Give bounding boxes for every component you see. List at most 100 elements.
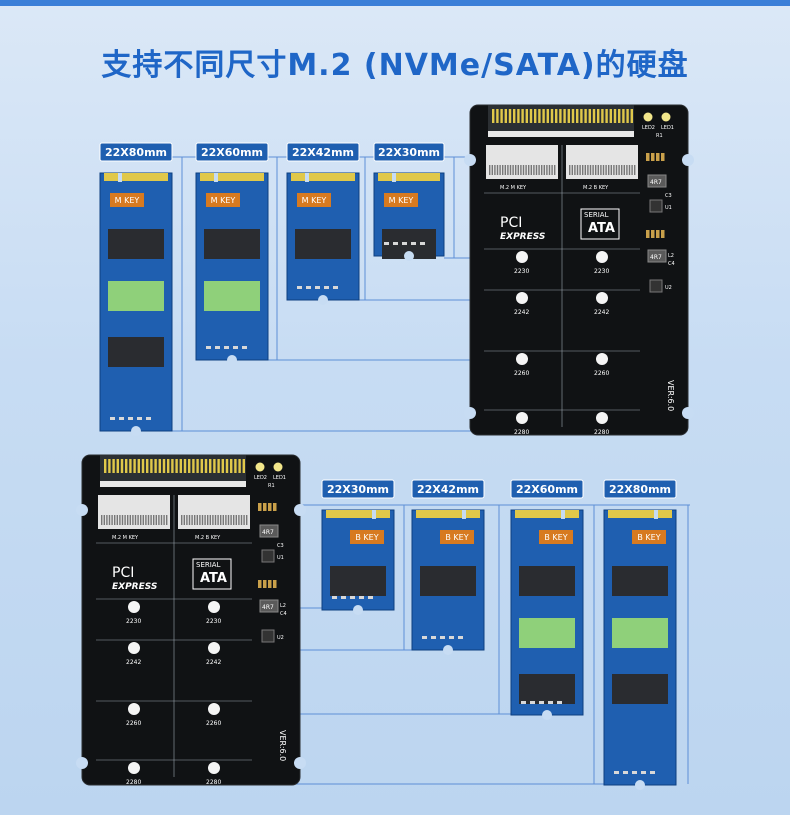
mount-hole (516, 412, 528, 424)
ata-logo: ATA (588, 221, 615, 236)
cache-chip (612, 618, 668, 648)
key-tag (350, 530, 384, 544)
part-label: L2 (280, 603, 286, 609)
slot-pin (230, 515, 232, 525)
slot-pin (160, 515, 163, 525)
mount-label: 2230 (206, 618, 221, 625)
mount-label: 2242 (206, 659, 221, 666)
ata-logo: ATA (200, 571, 227, 586)
connector-pin (529, 109, 533, 123)
part-label: R1 (268, 483, 275, 489)
connector-pin (521, 109, 524, 123)
size-tag-label: 22X42mm (417, 483, 479, 496)
connector-pin (230, 459, 233, 473)
smd-part (521, 701, 526, 704)
notch (464, 154, 476, 166)
size-tag-label: 22X30mm (327, 483, 389, 496)
slot-pin (589, 165, 592, 175)
smd-part (359, 596, 364, 599)
slot-pin (166, 515, 168, 525)
slot-pin (106, 515, 108, 525)
smd-part (333, 286, 338, 289)
inductor (259, 524, 279, 538)
connector-pin (171, 459, 174, 473)
notch (682, 154, 694, 166)
smd-part (539, 701, 544, 704)
connector-pin (597, 109, 600, 123)
mount-hole (128, 601, 140, 613)
slot-pin (502, 165, 504, 175)
resistor (263, 503, 267, 511)
mount-label: 2280 (594, 429, 609, 436)
smd-part (341, 596, 346, 599)
connector-pin (525, 109, 528, 123)
connector-pin (200, 459, 203, 473)
serial-ata-logo-frame (192, 558, 232, 590)
inductor (647, 174, 667, 188)
connector-pin (618, 109, 621, 123)
mount-label: 2260 (594, 370, 609, 377)
inductor (647, 249, 667, 263)
pci-logo: PCI (112, 565, 134, 581)
smd-part (422, 636, 427, 639)
slot-pin (509, 165, 512, 175)
chip-u1 (261, 549, 275, 563)
resistor (258, 503, 262, 511)
slot-pin (569, 165, 571, 175)
controller-chip (612, 566, 668, 596)
part-label: U1 (665, 205, 672, 211)
connector-pin (104, 459, 107, 473)
connector-pin (204, 459, 208, 473)
mount-label: 2280 (206, 779, 221, 786)
controller-chip (330, 566, 386, 596)
slot-pin (634, 165, 636, 175)
connector-pin (622, 109, 625, 123)
controller-chip (204, 229, 260, 259)
part-label: L2 (668, 253, 674, 259)
slot-pin (181, 515, 183, 525)
smd-part (332, 596, 337, 599)
connector-pin (563, 109, 566, 123)
key-label: B KEY (355, 533, 378, 542)
slot-pin (595, 165, 597, 175)
smd-part (306, 286, 311, 289)
version-label: VER:6.0 (278, 730, 287, 761)
mount-notch (353, 605, 363, 615)
slot-pin (626, 165, 628, 175)
slot-pin (124, 515, 126, 525)
smd-part (206, 346, 211, 349)
resistor (651, 230, 655, 238)
connector-pin (580, 109, 583, 123)
connector-pin (238, 459, 241, 473)
led-label: LED2 (254, 475, 267, 481)
connector-pin (108, 459, 111, 473)
connector-pin (538, 109, 541, 123)
part-label: C4 (280, 611, 287, 617)
slot-pin (158, 515, 160, 525)
slot-pin (214, 515, 217, 525)
connector-pin (555, 109, 558, 123)
smd-part (440, 636, 445, 639)
connector-pin (133, 459, 136, 473)
connector-pin (213, 459, 216, 473)
mount-hole (208, 642, 220, 654)
notch (294, 757, 306, 769)
mount-hole (208, 601, 220, 613)
key-notch (654, 510, 658, 519)
slot-pin (587, 165, 589, 175)
part-label: U2 (277, 635, 284, 641)
smd-part (224, 346, 229, 349)
mount-hole (208, 762, 220, 774)
gold-fingers (515, 510, 579, 518)
slot-pin (111, 515, 113, 525)
slot-pin (155, 515, 157, 525)
smd-part (215, 346, 220, 349)
resistor (661, 230, 665, 238)
slot-pin (582, 165, 584, 175)
size-tag: 22X30mm (321, 479, 395, 499)
smd-part (614, 771, 619, 774)
slot-pin (574, 165, 576, 175)
smd-part (384, 242, 389, 245)
